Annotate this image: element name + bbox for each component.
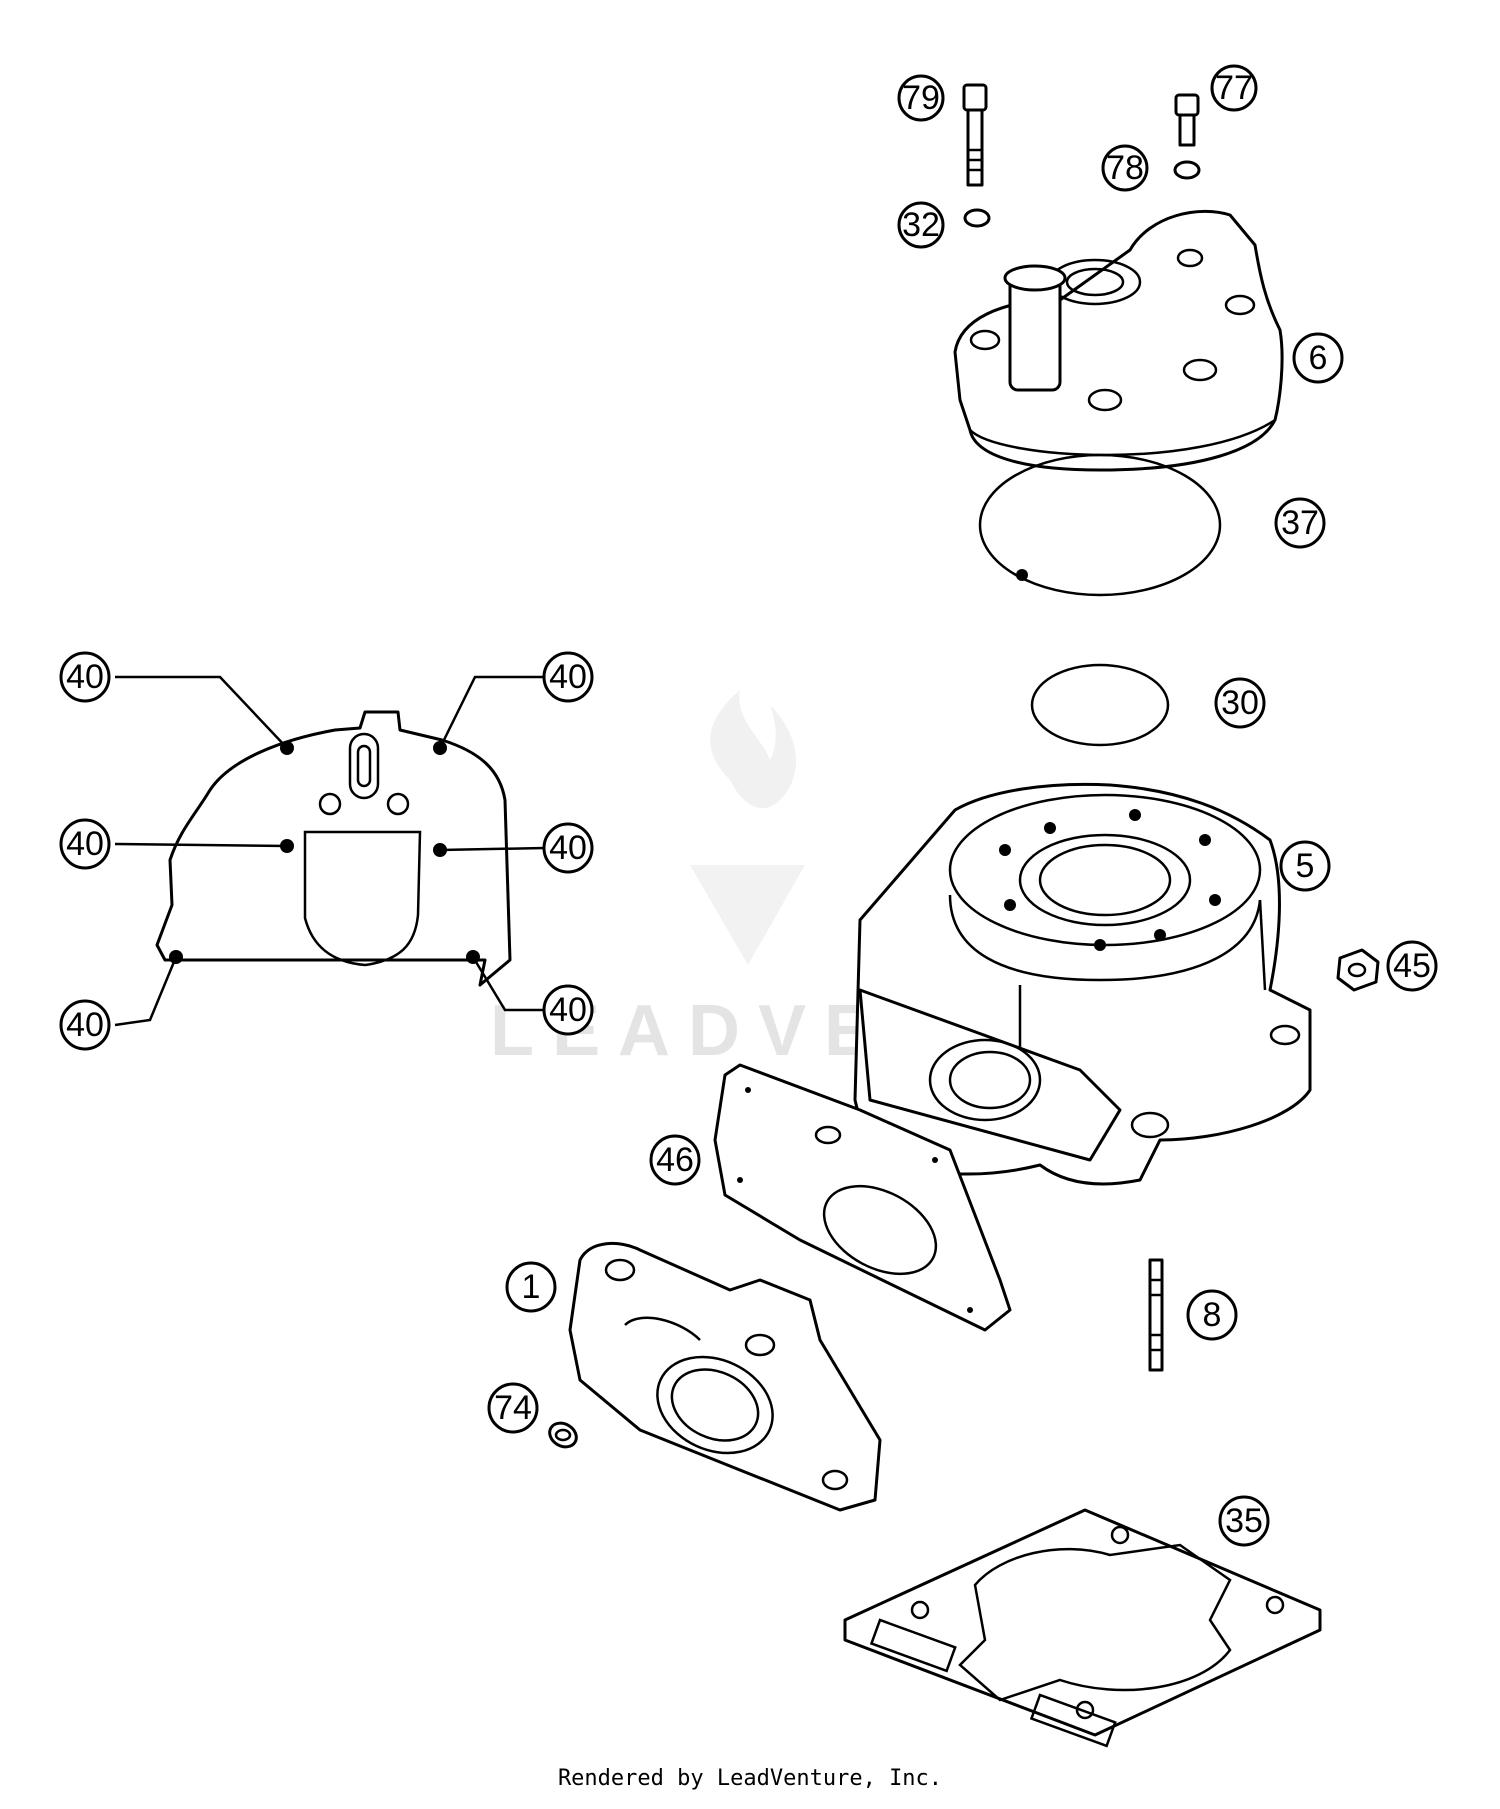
nut-74 xyxy=(548,1421,578,1449)
svg-text:32: 32 xyxy=(902,206,940,244)
callout-32: 32 xyxy=(897,201,945,249)
base-gasket-35 xyxy=(843,1508,1322,1748)
callout-5: 5 xyxy=(1279,840,1331,892)
gasket-detail xyxy=(114,675,546,1027)
callout-35: 35 xyxy=(1218,1495,1270,1547)
svg-text:8: 8 xyxy=(1203,1296,1222,1334)
callout-40-mid-left: 40 xyxy=(59,818,111,870)
cylinder xyxy=(853,782,1312,1186)
bolt-77 xyxy=(1174,93,1200,147)
svg-text:5: 5 xyxy=(1296,847,1315,885)
svg-text:40: 40 xyxy=(549,829,587,867)
svg-text:40: 40 xyxy=(549,991,587,1029)
footer-credit: Rendered by LeadVenture, Inc. xyxy=(557,1766,943,1791)
callout-45: 45 xyxy=(1386,940,1438,992)
intake-flange xyxy=(568,1241,882,1512)
svg-text:37: 37 xyxy=(1281,504,1319,542)
o-ring-30 xyxy=(1030,663,1170,747)
callout-40-bottom-right: 40 xyxy=(542,984,594,1036)
bolt-79 xyxy=(962,83,988,187)
washer-78 xyxy=(1173,160,1201,180)
callout-79: 79 xyxy=(897,74,945,122)
callout-40-mid-right: 40 xyxy=(542,822,594,874)
callout-8: 8 xyxy=(1186,1289,1238,1341)
svg-text:77: 77 xyxy=(1215,69,1253,107)
stud-8 xyxy=(1148,1258,1164,1372)
svg-text:1: 1 xyxy=(522,1268,541,1306)
svg-text:40: 40 xyxy=(66,658,104,696)
callout-30: 30 xyxy=(1214,677,1266,729)
o-ring-37-marker xyxy=(1016,569,1028,581)
callout-40-top-left: 40 xyxy=(59,651,111,703)
washer-32 xyxy=(963,208,991,228)
o-ring-37 xyxy=(978,453,1222,597)
callout-74: 74 xyxy=(487,1382,539,1434)
svg-text:35: 35 xyxy=(1225,1502,1263,1540)
svg-text:6: 6 xyxy=(1309,339,1328,377)
watermark-logo xyxy=(690,690,805,965)
callout-46: 46 xyxy=(649,1134,701,1186)
svg-text:78: 78 xyxy=(1106,149,1144,187)
gasket-46 xyxy=(713,1063,1012,1332)
nut-45 xyxy=(1336,948,1380,992)
svg-text:40: 40 xyxy=(66,825,104,863)
svg-text:45: 45 xyxy=(1393,947,1431,985)
cylinder-head xyxy=(953,209,1284,472)
svg-text:79: 79 xyxy=(902,79,940,117)
svg-text:46: 46 xyxy=(656,1141,694,1179)
callout-1: 1 xyxy=(505,1261,557,1313)
svg-text:40: 40 xyxy=(66,1006,104,1044)
callout-40-bottom-left: 40 xyxy=(59,999,111,1051)
callout-40-top-right: 40 xyxy=(542,651,594,703)
callout-78: 78 xyxy=(1101,144,1149,192)
callout-6: 6 xyxy=(1292,332,1344,384)
callout-37: 37 xyxy=(1274,497,1326,549)
svg-text:40: 40 xyxy=(549,658,587,696)
svg-text:74: 74 xyxy=(494,1389,532,1427)
svg-text:30: 30 xyxy=(1221,684,1259,722)
callout-77: 77 xyxy=(1210,64,1258,112)
